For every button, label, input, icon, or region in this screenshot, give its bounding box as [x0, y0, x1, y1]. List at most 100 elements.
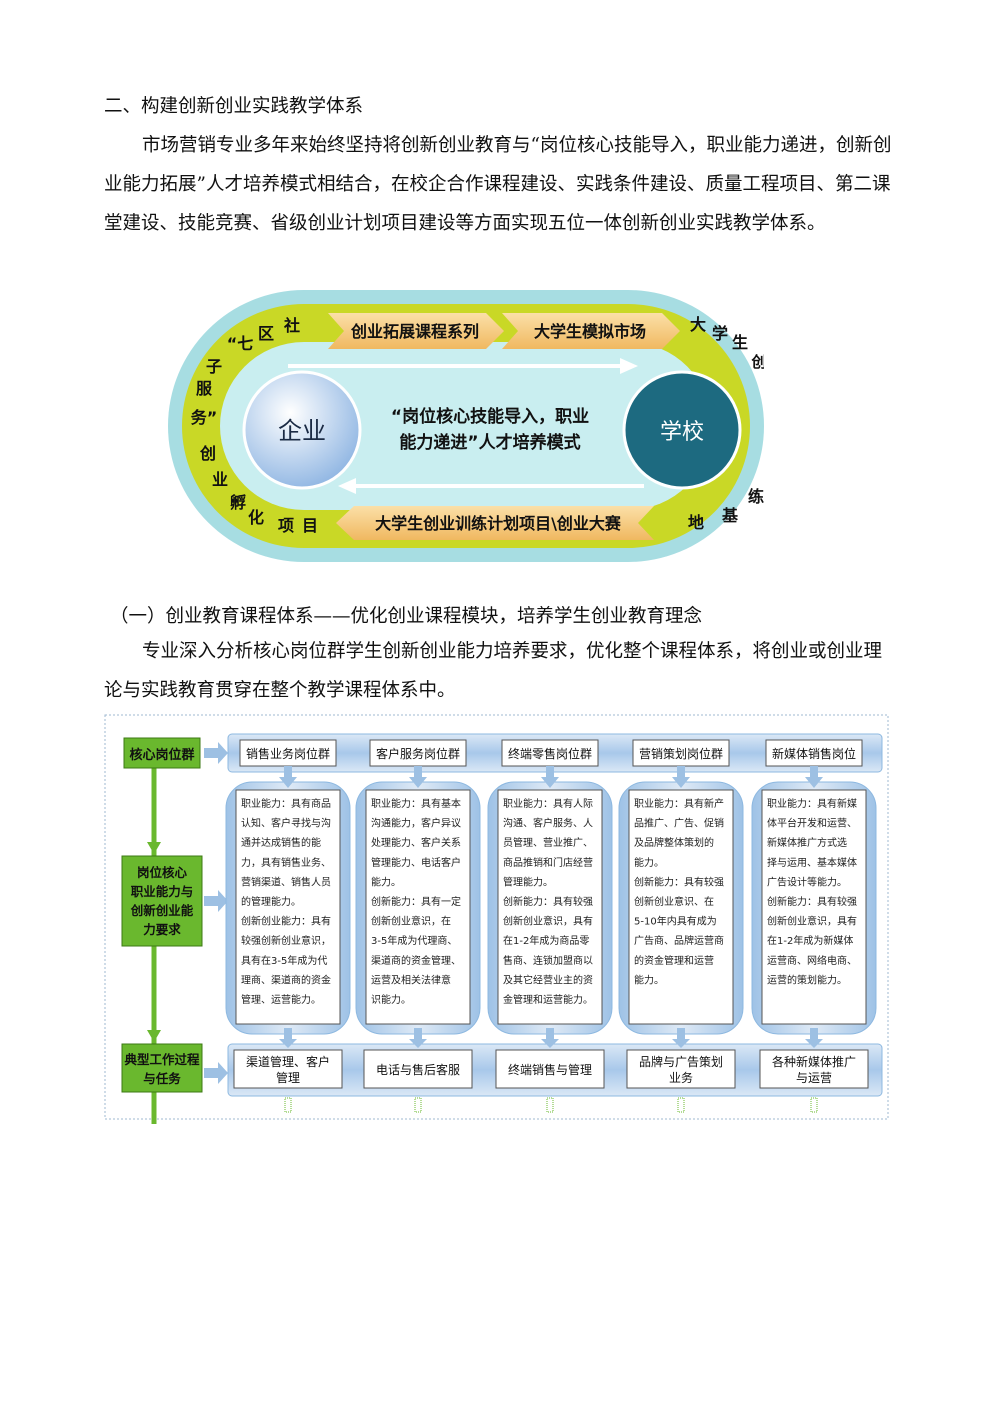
ability-line: 较强创新创业意识， [241, 934, 331, 947]
center-text-line1: “岗位核心技能导入，职业 [391, 406, 589, 427]
top-arrow-2-label: 大学生模拟市场 [534, 322, 646, 341]
task-label: 电话与售后客服 [376, 1062, 460, 1077]
ability-line: 职业能力：具有商品 [241, 797, 331, 810]
down-arrow-head [279, 1039, 297, 1048]
left-char: 子 [206, 357, 222, 376]
task-marker [810, 1097, 818, 1113]
ability-line: 管理、运营能力。 [241, 993, 321, 1006]
ability-line: 通并达成销售的能 [241, 836, 321, 849]
flow-label-line: 与任务 [143, 1071, 181, 1086]
left-char: 区 [258, 324, 274, 343]
curriculum-flow-diagram: 核心岗位群 岗位核心 职业能力与 创新创业能 力要求 典型工作过程 与任务 销售… [104, 714, 889, 1124]
ability-line: 识能力。 [371, 993, 411, 1006]
down-arrow-stem [810, 766, 818, 778]
section-heading: 二、构建创新创业实践教学体系 [104, 96, 364, 117]
ability-line: 创新创业意识，在 [371, 915, 451, 928]
flow-label-line: 职业能力与 [131, 884, 194, 899]
connector-arrow [204, 742, 228, 764]
flow-label-line: 核心岗位群 [129, 747, 194, 763]
down-arrow-head [805, 1039, 823, 1048]
ability-line: 创新能力：具有较强 [503, 895, 593, 908]
flow-label-line: 力要求 [143, 922, 181, 937]
ability-box [628, 789, 734, 1025]
top-arrow-2 [502, 313, 680, 349]
ability-line: 职业能力：具有新产 [634, 797, 724, 810]
flow-label-box [121, 1043, 203, 1093]
ability-line: 在1-2年成为商品零 [503, 934, 589, 947]
task-label: 各种新媒体推广 [772, 1054, 856, 1069]
down-arrow-head [279, 777, 297, 788]
ability-line: 渠道商的资金管理、 [371, 954, 461, 967]
position-box [765, 739, 863, 767]
ability-box [235, 789, 341, 1025]
down-arrow-head [409, 1039, 427, 1048]
flow-label-line: 岗位核心 [137, 865, 188, 880]
task-label: 终端销售与管理 [508, 1062, 592, 1077]
down-arrow-stem [677, 766, 685, 778]
ability-line: 职业能力：具有人际 [503, 797, 593, 810]
right-char: 地 [688, 513, 704, 532]
ability-line: 体平台开发和运营、 [767, 817, 857, 830]
position-box [239, 739, 337, 767]
ability-line: 沟通能力，客户异议 [371, 817, 461, 830]
left-char: 目 [302, 516, 318, 535]
center-text-line2: 能力递进”人才培养模式 [399, 432, 580, 453]
position-box [632, 739, 730, 767]
left-char: 孵 [230, 493, 246, 512]
ability-line: 创新创业意识，具有 [503, 915, 593, 928]
task-label: 业务 [669, 1070, 693, 1085]
green-arrowhead [147, 842, 161, 854]
ability-line: 沟通、客户服务、人 [503, 817, 593, 830]
down-arrow-stem [546, 1028, 554, 1040]
left-char: 化 [248, 508, 264, 527]
ability-line: 运营的策划能力。 [767, 973, 847, 986]
ability-line: 创新创业能力：具有 [241, 915, 331, 928]
right-char: 大 [690, 315, 706, 334]
ability-line: 在1-2年成为新媒体 [767, 934, 853, 947]
bottom-arrow [336, 506, 654, 540]
position-box [369, 739, 467, 767]
task-marker [677, 1097, 685, 1113]
ability-line: 创新创业意识，具有 [767, 915, 857, 928]
connector-arrow [204, 890, 228, 912]
ability-line: 金管理和运营能力。 [503, 993, 593, 1006]
down-arrow-stem [284, 766, 292, 778]
left-char: 务” [191, 408, 218, 427]
flow-label-box [123, 737, 201, 769]
ability-box [365, 789, 471, 1025]
down-arrow-stem [284, 1028, 292, 1040]
ability-line: 员管理、营业推广、 [503, 836, 593, 849]
connector-arrow [204, 1062, 228, 1084]
ability-line: 的管理能力。 [241, 895, 301, 908]
flow-label-line: 创新创业能 [130, 903, 194, 918]
flow-border [104, 714, 889, 1120]
ability-line: 及其它经营业主的资 [503, 973, 593, 986]
school-label: 学校 [660, 420, 704, 445]
training-cycle-diagram: 企业 学校 “岗位核心技能导入，职业 能力递进”人才培养模式 创业拓展课程系列 … [168, 290, 764, 562]
ability-line: 择与运用、基本媒体 [767, 856, 857, 869]
task-label: 渠道管理、客户 [246, 1054, 330, 1069]
ability-line: 运营商、网络电商、 [767, 954, 857, 967]
down-arrow-head [672, 1039, 690, 1048]
top-flow-arrowhead [620, 358, 638, 374]
right-char: 创 [750, 353, 764, 371]
task-marker [546, 1097, 554, 1113]
ability-line: 管理能力、电话客户 [371, 856, 461, 869]
task-label: 与运营 [796, 1071, 832, 1085]
position-label: 营销策划岗位群 [639, 746, 723, 761]
task-label: 品牌与广告策划 [639, 1055, 723, 1069]
task-marker [284, 1097, 292, 1113]
ability-line: 3-5年成为代理商、 [371, 934, 457, 947]
subsection-heading: （一）创业教育课程体系——优化创业课程模块，培养学生创业教育理念 [110, 606, 703, 627]
ability-line: 理商、渠道商的资金 [241, 973, 331, 986]
position-label: 客户服务岗位群 [376, 746, 460, 761]
ability-line: 5-10年内具有成为 [634, 915, 717, 928]
down-arrow-stem [414, 1028, 422, 1040]
ability-line: 具有在3-5年成为代 [241, 954, 327, 967]
ability-line: 职业能力：具有新媒 [767, 797, 857, 810]
enterprise-label: 企业 [278, 417, 326, 445]
position-box [501, 739, 599, 767]
down-arrow-stem [677, 1028, 685, 1040]
down-arrow-head [541, 1039, 559, 1048]
ability-line: 及品牌整体策划的 [634, 836, 714, 849]
